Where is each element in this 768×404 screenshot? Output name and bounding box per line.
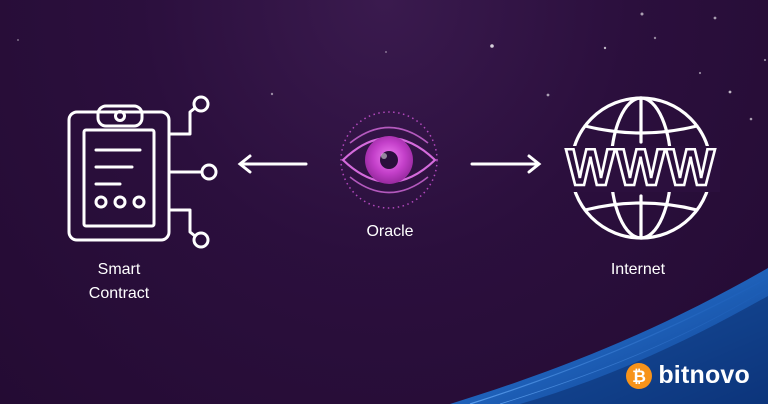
- background-stars: [17, 12, 767, 121]
- globe-text-backdrop: [562, 146, 720, 192]
- brand-logo: ₿ bitnovo: [626, 361, 750, 390]
- globe-www-text: WWW: [566, 139, 716, 197]
- eye-icon: [340, 111, 438, 209]
- smart-contract-label-line2: Contract: [88, 285, 150, 302]
- smart-contract-label: Smart Contract: [64, 258, 174, 306]
- smart-contract-label-line1: Smart: [97, 261, 141, 278]
- internet-label: Internet: [610, 261, 666, 278]
- bitcoin-coin-icon: ₿: [626, 362, 653, 389]
- bitcoin-symbol: ₿: [632, 367, 646, 387]
- corner-wave-decoration: [450, 268, 768, 404]
- oracle-label: Oracle: [366, 223, 414, 240]
- arrow-right-icon: [470, 154, 542, 174]
- arrow-left-icon: [237, 154, 308, 174]
- clipboard-contract-icon: [67, 95, 218, 249]
- brand-name: bitnovo: [658, 361, 750, 389]
